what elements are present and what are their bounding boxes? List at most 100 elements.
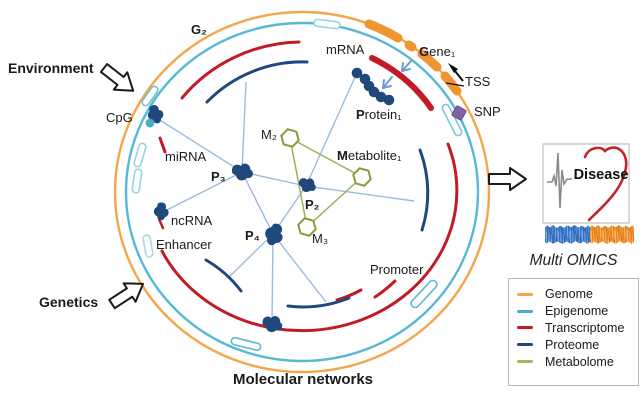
epigenome-capsule bbox=[313, 18, 341, 30]
mirna-label: miRNA bbox=[165, 149, 207, 164]
proteome-arc bbox=[205, 60, 309, 104]
metabolite-edges bbox=[289, 137, 363, 228]
network-edge bbox=[228, 233, 274, 278]
metabolite1-label: Metabolite₁ bbox=[337, 148, 402, 163]
legend-label: Proteome bbox=[545, 337, 600, 352]
enhancer-capsule bbox=[142, 234, 154, 258]
diagram-title: Molecular networks bbox=[232, 371, 374, 388]
tss-pointer-line bbox=[445, 82, 465, 87]
epigenome-capsule bbox=[131, 168, 143, 194]
metabolite1-hexagon bbox=[352, 167, 372, 187]
proteome-arc bbox=[286, 296, 351, 309]
legend-label: Epigenome bbox=[545, 304, 609, 319]
g2-label: G₂ bbox=[191, 22, 207, 37]
transcription-arrow bbox=[401, 60, 412, 72]
metabolite-edge bbox=[289, 137, 363, 178]
tss-arrow-head bbox=[448, 63, 458, 73]
mrna-arc bbox=[369, 55, 434, 111]
network-edge bbox=[305, 74, 357, 187]
genetics-label: Genetics bbox=[39, 294, 99, 310]
metabolite-nodes bbox=[280, 128, 372, 237]
network-edge bbox=[162, 171, 243, 213]
metabolite-edge bbox=[289, 137, 308, 228]
epigenome-capsule bbox=[230, 336, 262, 352]
network-edge bbox=[241, 171, 274, 235]
p3-label: P₃ bbox=[211, 169, 226, 184]
transcriptome-tick bbox=[335, 288, 363, 302]
promoter-label: Promoter bbox=[370, 262, 424, 277]
transcriptome-swatch bbox=[517, 326, 533, 330]
network-edge bbox=[271, 233, 274, 323]
m2-hexagon bbox=[280, 128, 300, 148]
legend-label: Metabolome bbox=[545, 354, 614, 369]
disease-arrow bbox=[488, 167, 527, 191]
gene1-exon bbox=[364, 19, 403, 43]
expression-arrows bbox=[382, 60, 412, 89]
legend-label: Genome bbox=[545, 287, 593, 302]
transcriptome-tick bbox=[373, 279, 397, 299]
mrna-label: mRNA bbox=[326, 42, 365, 57]
multi-omics-label: Multi OMICS bbox=[529, 252, 618, 269]
m3-label: M₃ bbox=[312, 231, 329, 246]
transcriptome-arc bbox=[160, 142, 459, 333]
mirna-tick bbox=[158, 136, 167, 154]
environment-label: Environment bbox=[8, 60, 94, 76]
tss-label: TSS bbox=[465, 74, 491, 89]
epigenome-swatch bbox=[517, 309, 533, 313]
p2-label: P₂ bbox=[305, 197, 320, 212]
tss-arrow-shaft bbox=[454, 70, 464, 82]
protein1-beads bbox=[351, 67, 395, 106]
omics-scribble-orange bbox=[590, 225, 634, 244]
snp-marker bbox=[451, 105, 467, 121]
gene1-exon bbox=[404, 40, 417, 52]
legend-row-metabolome: Metabolome bbox=[517, 353, 638, 370]
legend-row-genome: Genome bbox=[517, 286, 638, 303]
ncrna-label: ncRNA bbox=[171, 213, 213, 228]
p3-node bbox=[231, 163, 253, 181]
ncrna-node bbox=[152, 201, 171, 222]
epigenome-ring bbox=[124, 21, 480, 363]
tss-pointer bbox=[445, 63, 465, 87]
flow-arrows bbox=[99, 63, 527, 310]
proteome-swatch bbox=[517, 343, 533, 347]
network-edge bbox=[154, 116, 243, 173]
environment-arrow bbox=[99, 63, 135, 92]
network-edge bbox=[241, 81, 247, 173]
legend-row-epigenome: Epigenome bbox=[517, 303, 638, 320]
translation-arrow bbox=[382, 76, 393, 89]
proteome-arc bbox=[418, 148, 430, 232]
proteome-arc bbox=[204, 258, 243, 293]
promoter-capsule bbox=[410, 279, 438, 309]
network-edge bbox=[272, 233, 327, 303]
disease-label: Disease bbox=[573, 167, 629, 183]
proteome-arcs bbox=[204, 60, 430, 309]
ncrna-tick bbox=[157, 217, 165, 230]
transcriptome-arcs bbox=[157, 40, 459, 333]
genetics-arrow bbox=[108, 282, 145, 310]
heart-curve-icon bbox=[583, 146, 628, 222]
methyl-dot bbox=[145, 118, 155, 128]
protein-nodes bbox=[143, 102, 318, 333]
omics-scribble-blue bbox=[545, 225, 590, 244]
genome-ring bbox=[113, 10, 491, 374]
protein1-label: Protein₁ bbox=[356, 107, 402, 122]
network-edge bbox=[305, 185, 415, 202]
enhancer-label: Enhancer bbox=[156, 237, 212, 252]
metabolome-swatch bbox=[517, 360, 533, 364]
epigenome-capsules bbox=[131, 18, 463, 352]
p4-label: P₄ bbox=[245, 228, 260, 243]
legend-row-transcriptome: Transcriptome bbox=[517, 320, 638, 337]
legend-row-proteome: Proteome bbox=[517, 336, 638, 353]
gene1-label: Gene₁ bbox=[419, 44, 456, 59]
ecg-icon bbox=[547, 152, 572, 209]
omics-legend: Genome Epigenome Transcriptome Proteome … bbox=[508, 278, 639, 386]
m2-label: M₂ bbox=[261, 127, 277, 142]
gene1-exon bbox=[417, 49, 442, 72]
disease-box bbox=[542, 143, 630, 224]
genome-swatch bbox=[517, 292, 533, 296]
m3-hexagon bbox=[297, 217, 317, 237]
metabolite-edge bbox=[306, 176, 363, 228]
epigenome-capsule bbox=[133, 142, 147, 168]
